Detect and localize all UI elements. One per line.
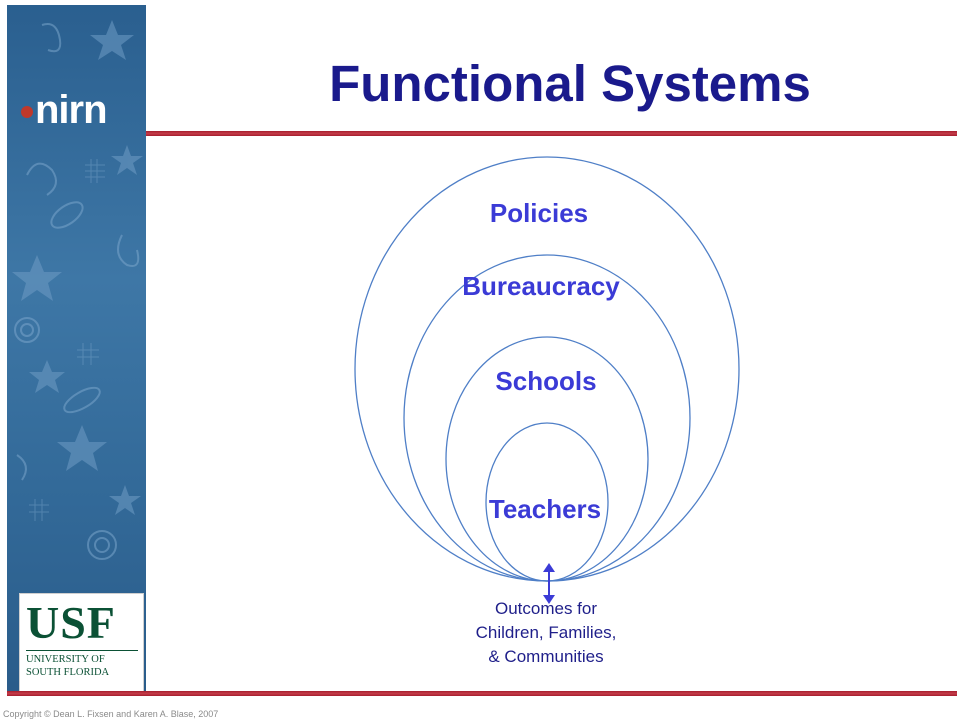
spiral-icon (94, 537, 110, 553)
swirl-icon (16, 454, 27, 481)
usf-logo-divider (26, 650, 138, 651)
sidebar-decoration (12, 20, 143, 560)
usf-logo-text: USF (26, 597, 116, 648)
swirl-icon (26, 162, 57, 196)
arrow-head-up-icon (543, 563, 555, 572)
outcomes-line-1: Outcomes for (494, 599, 598, 618)
sidebar-panel: nirn USF UNIVERSITY OF SOUTH FLORIDA (7, 5, 146, 691)
slide-title: Functional Systems (329, 55, 811, 112)
star-icon (29, 360, 65, 393)
grid-doodle-icon (77, 343, 99, 365)
circle-label-schools: Schools (495, 366, 597, 396)
nirn-dot-icon (21, 106, 33, 119)
star-icon (109, 485, 141, 515)
grid-doodle-icon (29, 499, 49, 521)
spiral-icon (87, 530, 117, 560)
swirl-icon (63, 386, 101, 414)
usf-logo-line1: UNIVERSITY OF (26, 654, 105, 665)
swirl-icon (117, 234, 140, 267)
outcomes-caption: Outcomes for Children, Families, & Commu… (476, 597, 617, 669)
ellipse-teachers (485, 422, 609, 582)
swirl-icon (50, 201, 84, 229)
outcomes-line-2: Children, Families, (475, 623, 617, 642)
usf-logo: USF UNIVERSITY OF SOUTH FLORIDA (19, 593, 144, 691)
arrow-head-down-icon (543, 595, 555, 604)
star-icon (90, 20, 134, 60)
circle-label-teachers: Teachers (488, 494, 602, 524)
usf-logo-line2: SOUTH FLORIDA (26, 667, 110, 678)
grid-doodle-icon (85, 159, 105, 183)
nirn-logo-text: nirn (35, 88, 108, 132)
copyright-text: Copyright © Dean L. Fixsen and Karen A. … (3, 709, 219, 719)
spiral-icon (20, 323, 34, 337)
star-icon (12, 255, 62, 301)
star-icon (57, 425, 107, 471)
ellipse-bureaucracy (403, 254, 691, 582)
circle-label-policies: Policies (489, 198, 589, 228)
star-icon (111, 145, 143, 175)
circle-label-bureaucracy: Bureaucracy (462, 271, 620, 301)
spiral-icon (14, 317, 40, 343)
footer-rule (7, 691, 957, 696)
swirl-icon (41, 23, 62, 53)
nirn-logo: nirn (21, 88, 108, 133)
title-rule (146, 131, 957, 136)
slide-background (7, 5, 957, 721)
outcomes-line-3: & Communities (488, 647, 604, 666)
